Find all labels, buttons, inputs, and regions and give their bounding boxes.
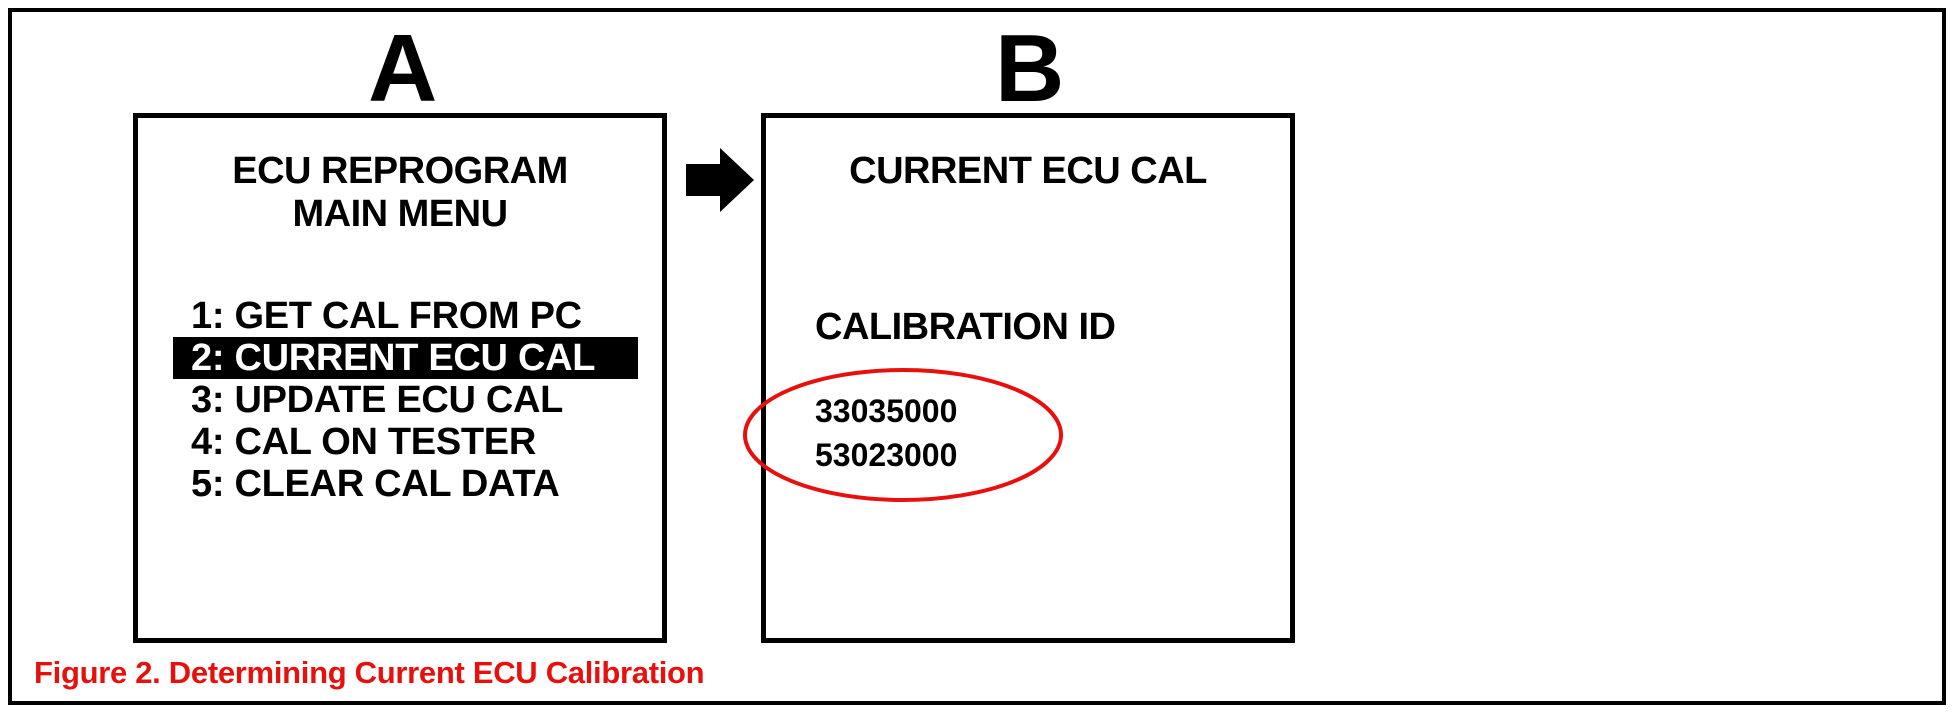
calibration-id-value: 33035000	[815, 393, 958, 429]
calibration-id-label: CALIBRATION ID	[815, 306, 1116, 348]
panel-letter-a: A	[368, 15, 438, 122]
screen-title-line-1: ECU REPROGRAM	[232, 150, 568, 192]
screen-current-ecu-cal: CURRENT ECU CAL CALIBRATION ID 33035000 …	[761, 113, 1295, 643]
menu-item-get-cal-from-pc[interactable]: 1: GET CAL FROM PC	[191, 295, 582, 337]
right-arrow-icon	[686, 148, 754, 212]
screen-main-menu: ECU REPROGRAM MAIN MENU 1: GET CAL FROM …	[133, 113, 667, 643]
screen-title: CURRENT ECU CAL	[849, 150, 1207, 192]
screen-title-line-2: MAIN MENU	[292, 193, 508, 235]
menu-item-current-ecu-cal[interactable]: 2: CURRENT ECU CAL	[173, 337, 638, 379]
calibration-id-value: 53023000	[815, 437, 958, 473]
menu-item-cal-on-tester[interactable]: 4: CAL ON TESTER	[191, 421, 536, 463]
menu-item-clear-cal-data[interactable]: 5: CLEAR CAL DATA	[191, 463, 560, 505]
figure-caption: Figure 2. Determining Current ECU Calibr…	[34, 655, 705, 690]
figure-frame	[8, 8, 1946, 705]
panel-letter-b: B	[995, 15, 1065, 122]
menu-item-update-ecu-cal[interactable]: 3: UPDATE ECU CAL	[191, 379, 564, 421]
main-menu-list: 1: GET CAL FROM PC 2: CURRENT ECU CAL 3:…	[173, 295, 638, 505]
